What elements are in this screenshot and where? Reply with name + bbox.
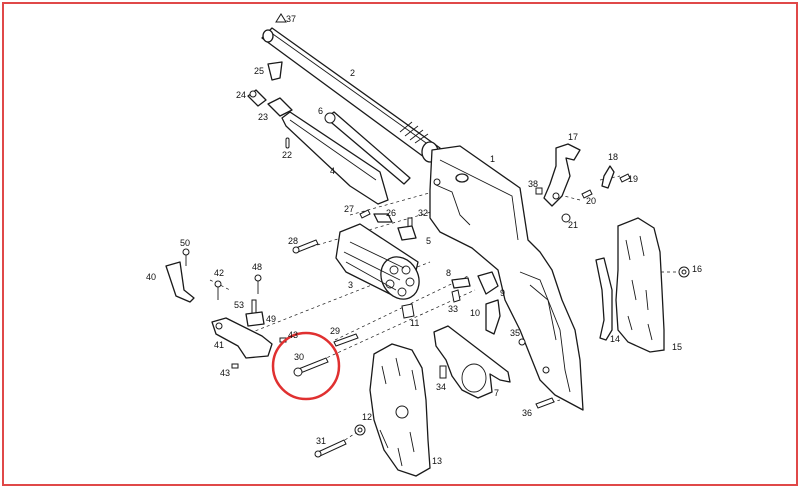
part-13-left-grip	[369, 343, 431, 477]
label-26: 26	[386, 208, 396, 218]
label-1: 1	[490, 154, 495, 164]
label-36: 36	[522, 408, 532, 418]
label-14: 14	[610, 334, 620, 344]
part-31-screw	[314, 439, 347, 458]
label-40: 40	[146, 272, 156, 282]
part-30-screw	[293, 357, 329, 377]
part-20-pin	[581, 189, 593, 199]
label-33: 33	[448, 304, 458, 314]
label-41: 41	[214, 340, 224, 350]
part-50-screw	[182, 248, 190, 266]
label-9: 9	[500, 288, 505, 298]
label-42: 42	[214, 268, 224, 278]
label-15: 15	[672, 342, 682, 352]
part-number-labels: 37 2 25 24 23 6 22 4 1 17 18 19 38 20 21…	[146, 14, 702, 466]
part-1-frame	[429, 145, 584, 411]
label-24: 24	[236, 90, 246, 100]
label-50: 50	[180, 238, 190, 248]
label-37: 37	[286, 14, 296, 24]
part-4-loading-lever	[281, 111, 389, 205]
label-19: 19	[628, 174, 638, 184]
part-14-mainspring	[595, 257, 613, 341]
label-10: 10	[470, 308, 480, 318]
part-33-pin	[451, 289, 461, 303]
label-53: 53	[234, 300, 244, 310]
part-29-screw	[333, 333, 359, 347]
part-27-pin	[359, 209, 371, 219]
part-10-trigger	[485, 299, 501, 335]
label-3: 3	[348, 280, 353, 290]
part-53-pin	[251, 299, 257, 315]
part-15-right-grip	[615, 217, 665, 353]
part-24-plunger	[247, 89, 267, 107]
label-31: 31	[316, 436, 326, 446]
label-21: 21	[568, 220, 578, 230]
label-34: 34	[436, 382, 446, 392]
part-37-wedge	[275, 13, 287, 23]
label-13: 13	[432, 456, 442, 466]
highlight-circle	[271, 331, 341, 401]
label-8: 8	[446, 268, 451, 278]
part-28-screw	[292, 239, 319, 254]
part-7-trigger-guard	[433, 325, 511, 399]
part-18-bolt	[601, 165, 615, 189]
label-17: 17	[568, 132, 578, 142]
part-22-pin	[285, 137, 290, 149]
part-23-rod	[267, 97, 293, 117]
label-5: 5	[426, 236, 431, 246]
part-3-cylinder	[335, 223, 420, 300]
part-25-sight	[267, 61, 283, 81]
label-49: 49	[266, 314, 276, 324]
label-28: 28	[288, 236, 298, 246]
part-8-cam	[451, 277, 471, 289]
label-20: 20	[586, 196, 596, 206]
part-42-screw	[214, 280, 222, 300]
part-40-spring	[165, 261, 195, 303]
part-26-link	[373, 213, 393, 223]
label-25: 25	[254, 66, 264, 76]
part-16-screw	[678, 266, 690, 278]
label-22: 22	[282, 150, 292, 160]
label-30: 30	[294, 352, 304, 362]
label-43-lower: 43	[220, 368, 230, 378]
label-38: 38	[528, 179, 538, 189]
part-11-pin	[401, 303, 415, 319]
part-35-screw	[518, 338, 526, 346]
label-35: 35	[510, 328, 520, 338]
part-6-rammer	[324, 111, 411, 185]
label-6: 6	[318, 106, 323, 116]
label-2: 2	[350, 68, 355, 78]
part-5-latch	[397, 225, 417, 241]
part-12-screw	[354, 424, 366, 436]
label-16: 16	[692, 264, 702, 274]
label-11: 11	[410, 318, 419, 328]
part-9-trigger-arm	[477, 271, 499, 295]
part-36-pin	[535, 397, 555, 409]
part-17-hammer	[543, 143, 581, 207]
part-19-pin	[619, 173, 631, 183]
part-38-pin	[535, 187, 543, 195]
label-18: 18	[608, 152, 618, 162]
label-12: 12	[362, 412, 372, 422]
label-29: 29	[330, 326, 340, 336]
part-49-spring	[245, 311, 265, 327]
part-41-lever	[211, 317, 273, 359]
part-34-screw	[439, 365, 447, 379]
label-48: 48	[252, 262, 262, 272]
label-32: 32	[418, 208, 428, 218]
label-4: 4	[330, 166, 335, 176]
label-27: 27	[344, 204, 354, 214]
part-43-pin-b	[231, 363, 239, 369]
label-23: 23	[258, 112, 268, 122]
label-43-upper: 43	[288, 330, 298, 340]
label-7: 7	[494, 388, 499, 398]
part-21-screw	[561, 213, 571, 223]
part-48-screw	[254, 274, 262, 294]
